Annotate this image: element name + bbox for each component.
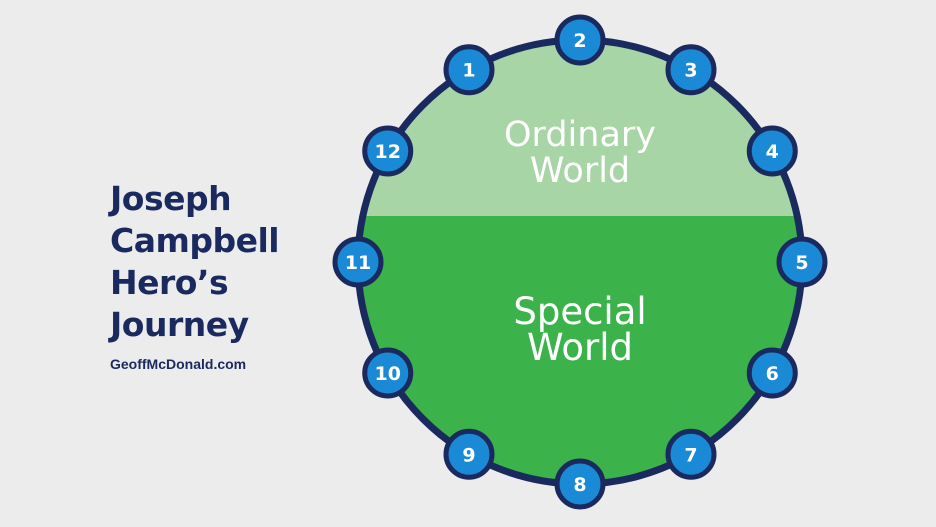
stage-node-number: 3 (684, 60, 697, 82)
stage-node-number: 9 (462, 444, 475, 466)
stage-node-number: 10 (375, 363, 401, 385)
ordinary-world-label-line-1: Ordinary (504, 115, 656, 155)
stage-node-circle (362, 125, 414, 177)
stage-node-7: 7 (665, 428, 717, 480)
stage-node-circle (362, 347, 414, 399)
stage-node-6: 6 (746, 347, 798, 399)
stage-node-circle (443, 428, 495, 480)
stage-node-5: 5 (776, 236, 828, 288)
stage-node-circle (776, 236, 828, 288)
website-label: GeoffMcDonald.com (110, 356, 247, 372)
stage-node-9: 9 (443, 428, 495, 480)
stage-node-circle (665, 428, 717, 480)
title-line-3: Hero’s (110, 263, 229, 302)
title-line-1: Joseph (110, 179, 232, 218)
special-world-label-line-2: World (527, 326, 633, 369)
stage-node-circle (554, 458, 606, 510)
stage-node-number: 5 (795, 252, 808, 274)
stage-node-11: 11 (332, 236, 384, 288)
stage-node-circle (554, 14, 606, 66)
stage-node-number: 1 (462, 60, 475, 82)
title-block: Joseph Campbell Hero’s Journey GeoffMcDo… (110, 178, 310, 372)
stage-node-2: 2 (554, 14, 606, 66)
stage-node-number: 6 (766, 363, 779, 385)
stage-node-number: 12 (375, 141, 401, 163)
stage-node-8: 8 (554, 458, 606, 510)
stage-node-12: 12 (362, 125, 414, 177)
stage-node-number: 4 (766, 141, 779, 163)
stage-node-10: 10 (362, 347, 414, 399)
title-line-4: Journey (110, 305, 249, 344)
stage-node-number: 2 (573, 30, 586, 52)
stage-node-circle (665, 44, 717, 96)
stage-node-1: 1 (443, 44, 495, 96)
stage-node-circle (332, 236, 384, 288)
stage-node-3: 3 (665, 44, 717, 96)
stage-node-circle (443, 44, 495, 96)
stage-node-circle (746, 125, 798, 177)
world-regions (358, 40, 802, 484)
stage-node-circle (746, 347, 798, 399)
stage-node-4: 4 (746, 125, 798, 177)
ordinary-world-label-line-2: World (530, 151, 630, 191)
stage-node-number: 8 (573, 474, 586, 496)
stage-node-number: 7 (684, 444, 697, 466)
stage-node-number: 11 (345, 252, 371, 274)
special-world-label-line-1: Special (513, 290, 646, 333)
title-line-2: Campbell (110, 221, 280, 260)
